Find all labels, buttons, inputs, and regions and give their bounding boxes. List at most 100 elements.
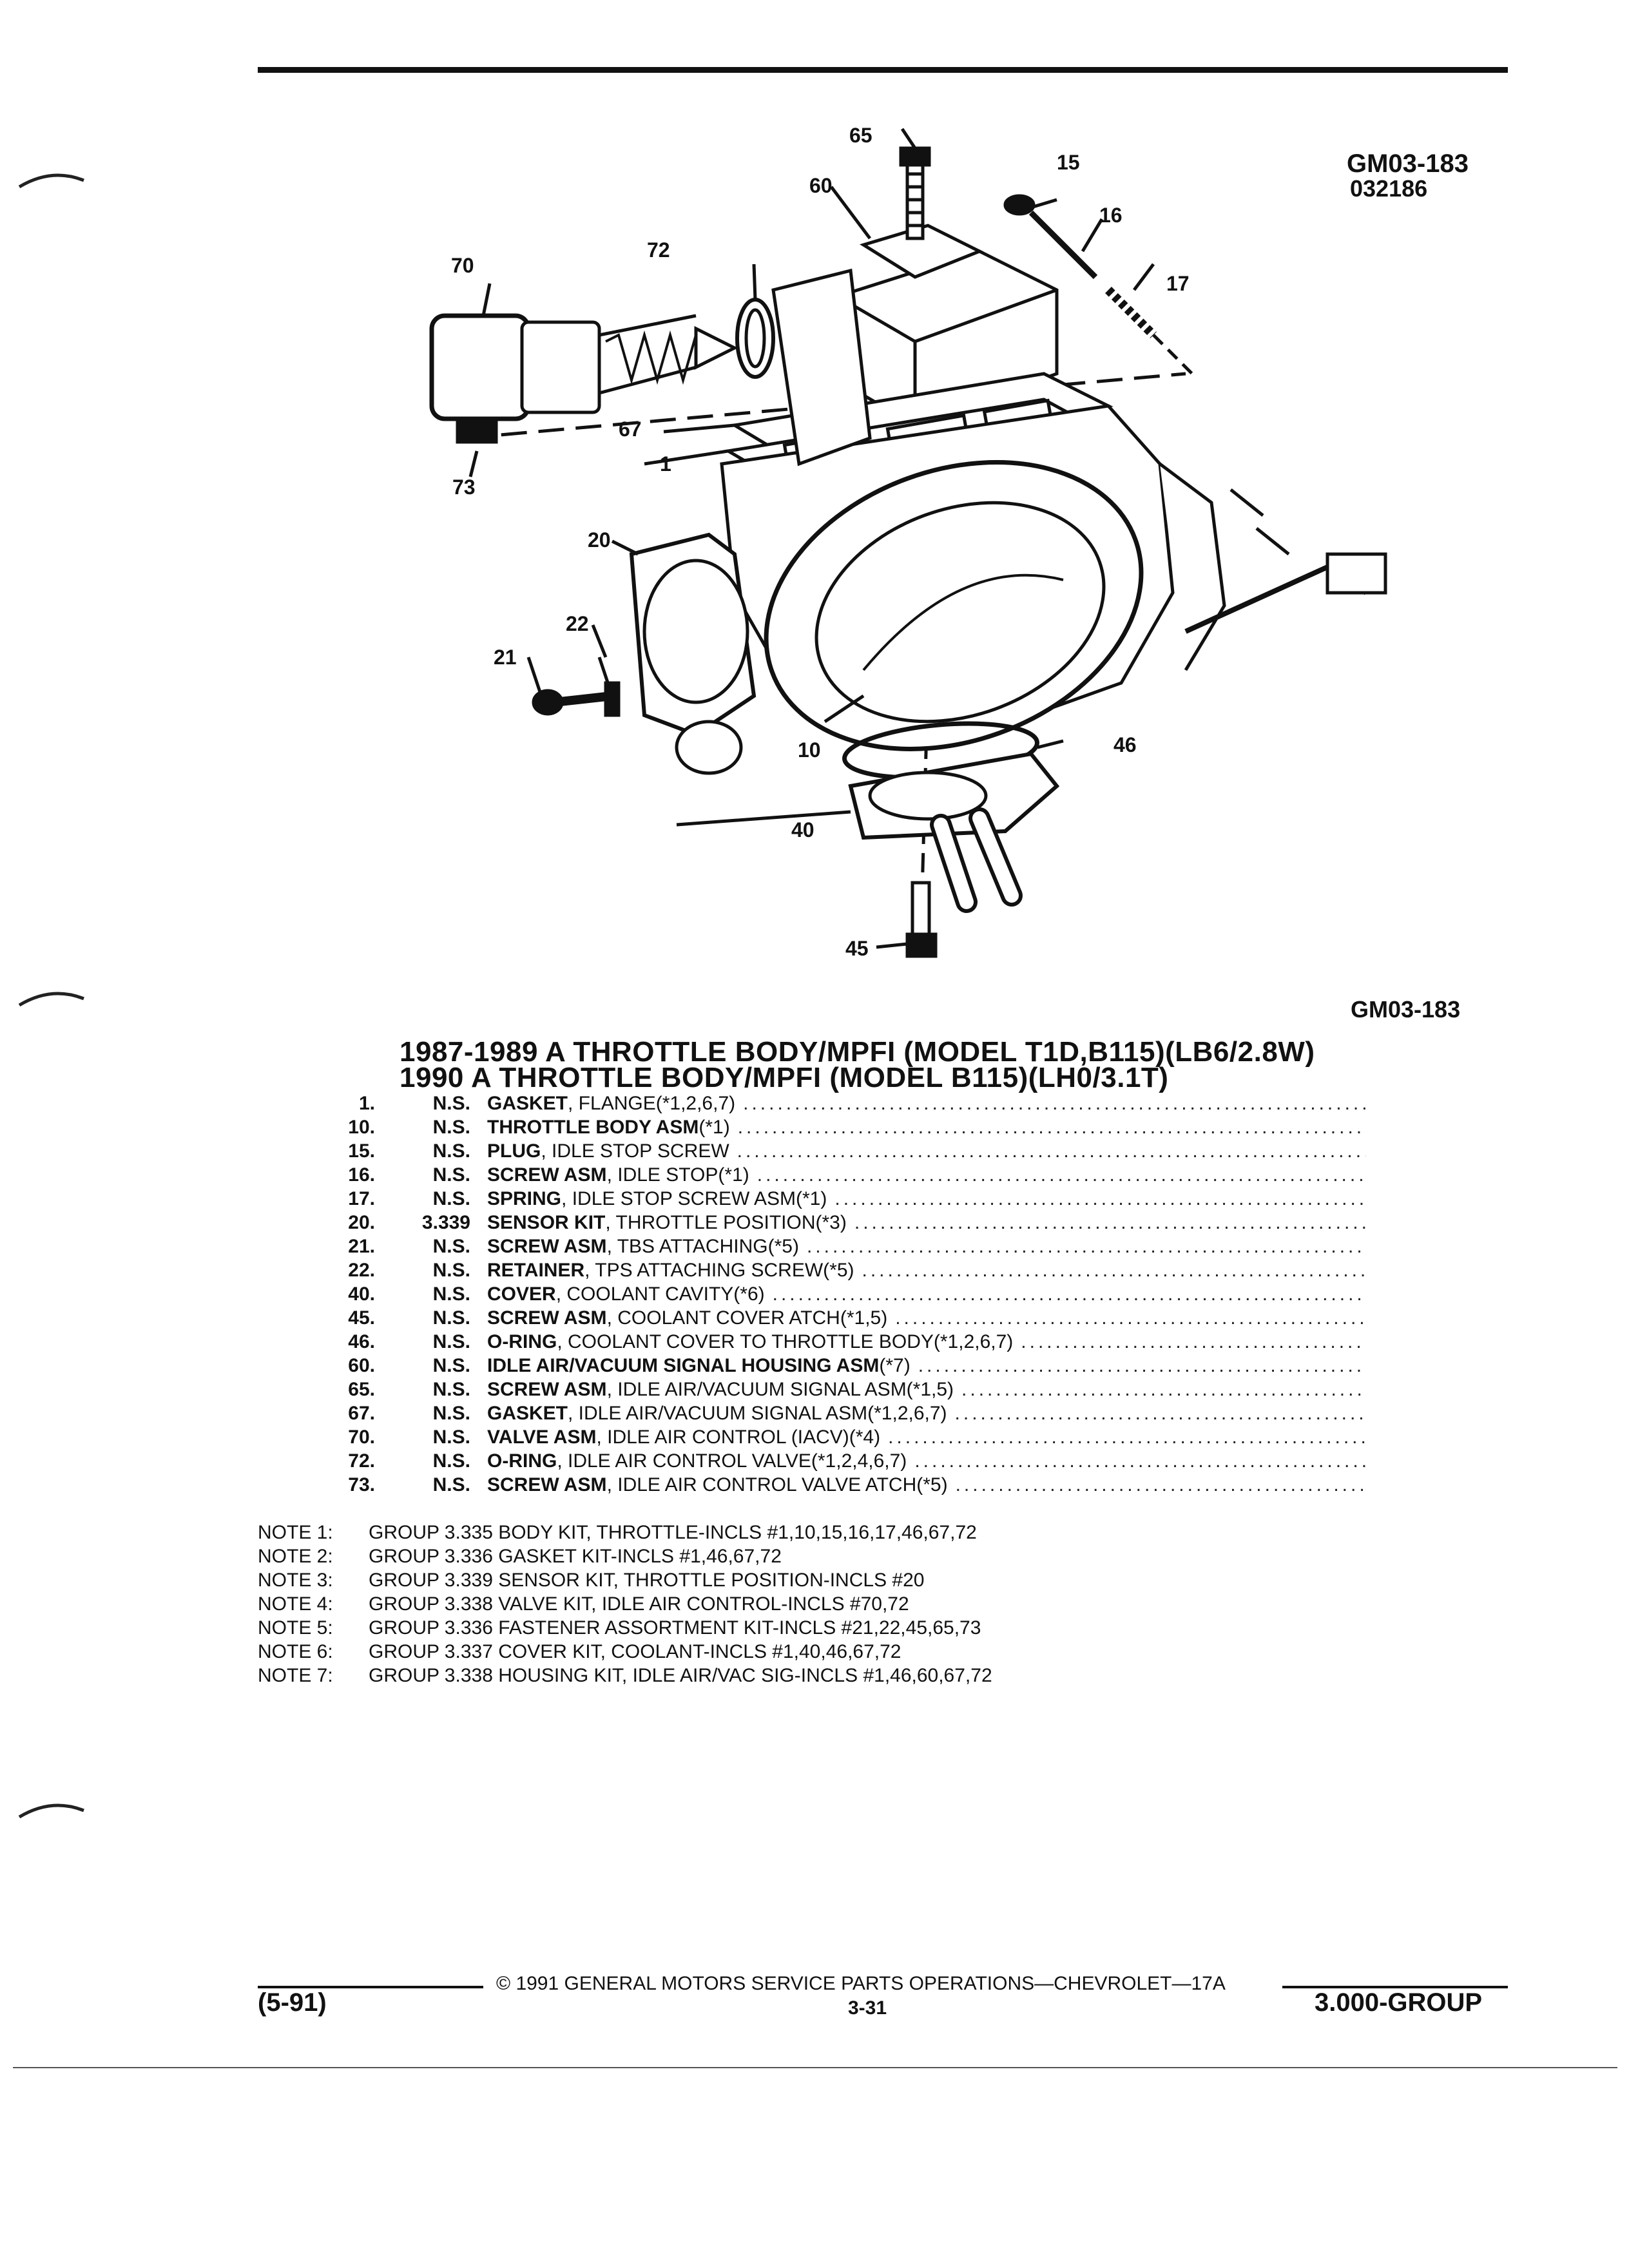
part-number: N.S. <box>432 1427 470 1448</box>
part-item-number: 16. <box>348 1164 375 1186</box>
part-item-number: 21. <box>348 1236 375 1257</box>
part-number: N.S. <box>432 1188 470 1209</box>
copyright-line: © 1991 GENERAL MOTORS SERVICE PARTS OPER… <box>496 1973 1226 1994</box>
leader-dots: ........................................… <box>914 1450 1366 1472</box>
parts-row: 21.N.S.SCREW ASM, TBS ATTACHING(*5).....… <box>309 1235 1366 1258</box>
parts-row: 67. N.S. GASKET, IDLE AIR/VACUUM SIGNAL AS… <box>309 1401 1366 1425</box>
note-text: GROUP 3.335 BODY KIT, THROTTLE-INCLS #1,… <box>369 1522 977 1543</box>
part-description: , FLANGE(*1,2,6,7) <box>568 1093 736 1114</box>
part-name: O-RING <box>487 1331 557 1352</box>
note-text: GROUP 3.339 SENSOR KIT, THROTTLE POSITIO… <box>369 1570 925 1591</box>
part-number: N.S. <box>432 1474 470 1495</box>
callout-22: 22 <box>566 612 589 635</box>
parts-row: 22.N.S.RETAINER, TPS ATTACHING SCREW(*5)… <box>309 1258 1366 1282</box>
callout-45: 45 <box>845 937 869 960</box>
part-item-number: 73. <box>348 1474 375 1495</box>
leader-dots: ........................................… <box>1021 1331 1366 1352</box>
part-name: VALVE ASM <box>487 1427 597 1448</box>
parts-row: 1.N.S.GASKET, FLANGE(*1,2,6,7)..........… <box>309 1091 1366 1115</box>
part-name: GASKET <box>487 1093 568 1114</box>
leader-dots: ........................................… <box>834 1188 1366 1209</box>
group-label: 3.000-GROUP <box>1315 1988 1483 2017</box>
part-number: N.S. <box>432 1283 470 1305</box>
callout-46: 46 <box>1113 733 1137 756</box>
note-row: NOTE 4:GROUP 3.338 VALVE KIT, IDLE AIR C… <box>258 1592 992 1616</box>
bottom-scan-line <box>13 2067 1617 2068</box>
page-title-line-1: 1987-1989 A THROTTLE BODY/MPFI (MODEL T1… <box>400 1036 1315 1068</box>
callout-67: 67 <box>619 418 642 441</box>
page-title-line-2: 1990 A THROTTLE BODY/MPFI (MODEL B115)(L… <box>400 1062 1169 1093</box>
callout-65: 65 <box>849 124 872 147</box>
part-name: SENSOR KIT <box>487 1212 606 1233</box>
figure-code: GM03-183 <box>1351 996 1461 1023</box>
leader-dots: ........................................… <box>895 1307 1366 1329</box>
notes-list: NOTE 1:GROUP 3.335 BODY KIT, THROTTLE-IN… <box>258 1521 992 1687</box>
note-row: NOTE 7: GROUP 3.338 HOUSING KIT, IDLE AIR… <box>258 1664 992 1687</box>
part-item-number: 17. <box>348 1188 375 1209</box>
leader-dots: ........................................… <box>954 1403 1366 1424</box>
note-row: NOTE 2:GROUP 3.336 GASKET KIT-INCLS #1,4… <box>258 1544 992 1568</box>
date-code: 032186 <box>1350 175 1428 202</box>
part-item-number: 40. <box>348 1283 375 1305</box>
page-number: 3-31 <box>848 1997 887 2019</box>
note-text: GROUP 3.338 HOUSING KIT, IDLE AIR/VAC SI… <box>369 1665 992 1686</box>
part-number: N.S. <box>432 1236 470 1257</box>
parts-row: 65.N.S.SCREW ASM, IDLE AIR/VACUUM SIGNAL… <box>309 1378 1366 1401</box>
part-description: , TPS ATTACHING SCREW(*5) <box>584 1260 854 1281</box>
leader-dots: ........................................… <box>737 1117 1366 1138</box>
note-label: NOTE 7: <box>258 1665 333 1686</box>
leader-dots: ........................................… <box>961 1379 1366 1400</box>
part-description: , COOLANT CAVITY(*6) <box>555 1283 765 1305</box>
part-number: N.S. <box>432 1403 470 1424</box>
note-label: NOTE 6: <box>258 1641 333 1662</box>
part-description: , IDLE STOP(*1) <box>606 1164 749 1186</box>
note-label: NOTE 3: <box>258 1570 333 1591</box>
parts-row: 15.N.S.PLUG, IDLE STOP SCREW............… <box>309 1139 1366 1163</box>
part-number: N.S. <box>432 1117 470 1138</box>
note-label: NOTE 4: <box>258 1593 333 1615</box>
part-description: , IDLE AIR CONTROL (IACV)(*4) <box>596 1427 881 1448</box>
part-name: GASKET <box>487 1403 568 1424</box>
leader-dots: ........................................… <box>955 1474 1366 1495</box>
parts-row: 73.N.S.SCREW ASM, IDLE AIR CONTROL VALVE… <box>309 1473 1366 1497</box>
note-row: NOTE 6: GROUP 3.337 COVER KIT, COOLANT-IN… <box>258 1640 992 1664</box>
leader-dots: ........................................… <box>862 1260 1367 1281</box>
note-label: NOTE 5: <box>258 1617 333 1639</box>
callout-21: 21 <box>494 646 517 669</box>
footer-rule-right <box>1282 1986 1508 1988</box>
part-number: N.S. <box>432 1307 470 1329</box>
part-description: , COOLANT COVER ATCH(*1,5) <box>606 1307 888 1329</box>
callout-40: 40 <box>791 818 815 841</box>
part-description: (*7) <box>879 1355 911 1376</box>
leader-dots: ........................................… <box>757 1164 1366 1186</box>
callout-17: 17 <box>1166 272 1190 295</box>
part-number: N.S. <box>432 1450 470 1472</box>
note-label: NOTE 2: <box>258 1546 333 1567</box>
part-name: O-RING <box>487 1450 557 1472</box>
part-item-number: 15. <box>348 1140 375 1162</box>
leader-dots: ........................................… <box>743 1093 1366 1114</box>
top-rule <box>258 67 1508 73</box>
footer-rule-left <box>258 1986 483 1988</box>
part-description: , IDLE AIR CONTROL VALVE ATCH(*5) <box>606 1474 948 1495</box>
leader-dots: ........................................… <box>806 1236 1366 1257</box>
part-description: , IDLE AIR/VACUUM SIGNAL ASM(*1,2,6,7) <box>568 1403 947 1424</box>
part-number: 3.339 <box>421 1212 470 1233</box>
part-number: N.S. <box>432 1093 470 1114</box>
part-name: SCREW ASM <box>487 1236 607 1257</box>
part-item-number: 67. <box>348 1403 375 1424</box>
note-row: NOTE 5:GROUP 3.336 FASTENER ASSORTMENT K… <box>258 1616 992 1640</box>
part-item-number: 45. <box>348 1307 375 1329</box>
callout-60: 60 <box>809 174 833 197</box>
parts-list: 1.N.S.GASKET, FLANGE(*1,2,6,7)..........… <box>309 1091 1366 1497</box>
binder-hole-mark <box>18 173 84 189</box>
illustration-code: GM03-183 <box>1347 149 1469 178</box>
callout-20: 20 <box>588 528 611 552</box>
note-text: GROUP 3.337 COVER KIT, COOLANT-INCLS #1,… <box>369 1641 901 1662</box>
part-number: N.S. <box>432 1140 470 1162</box>
part-item-number: 72. <box>348 1450 375 1472</box>
part-item-number: 46. <box>348 1331 375 1352</box>
leader-dots: ........................................… <box>888 1427 1366 1448</box>
part-item-number: 65. <box>348 1379 375 1400</box>
part-name: SPRING <box>487 1188 562 1209</box>
